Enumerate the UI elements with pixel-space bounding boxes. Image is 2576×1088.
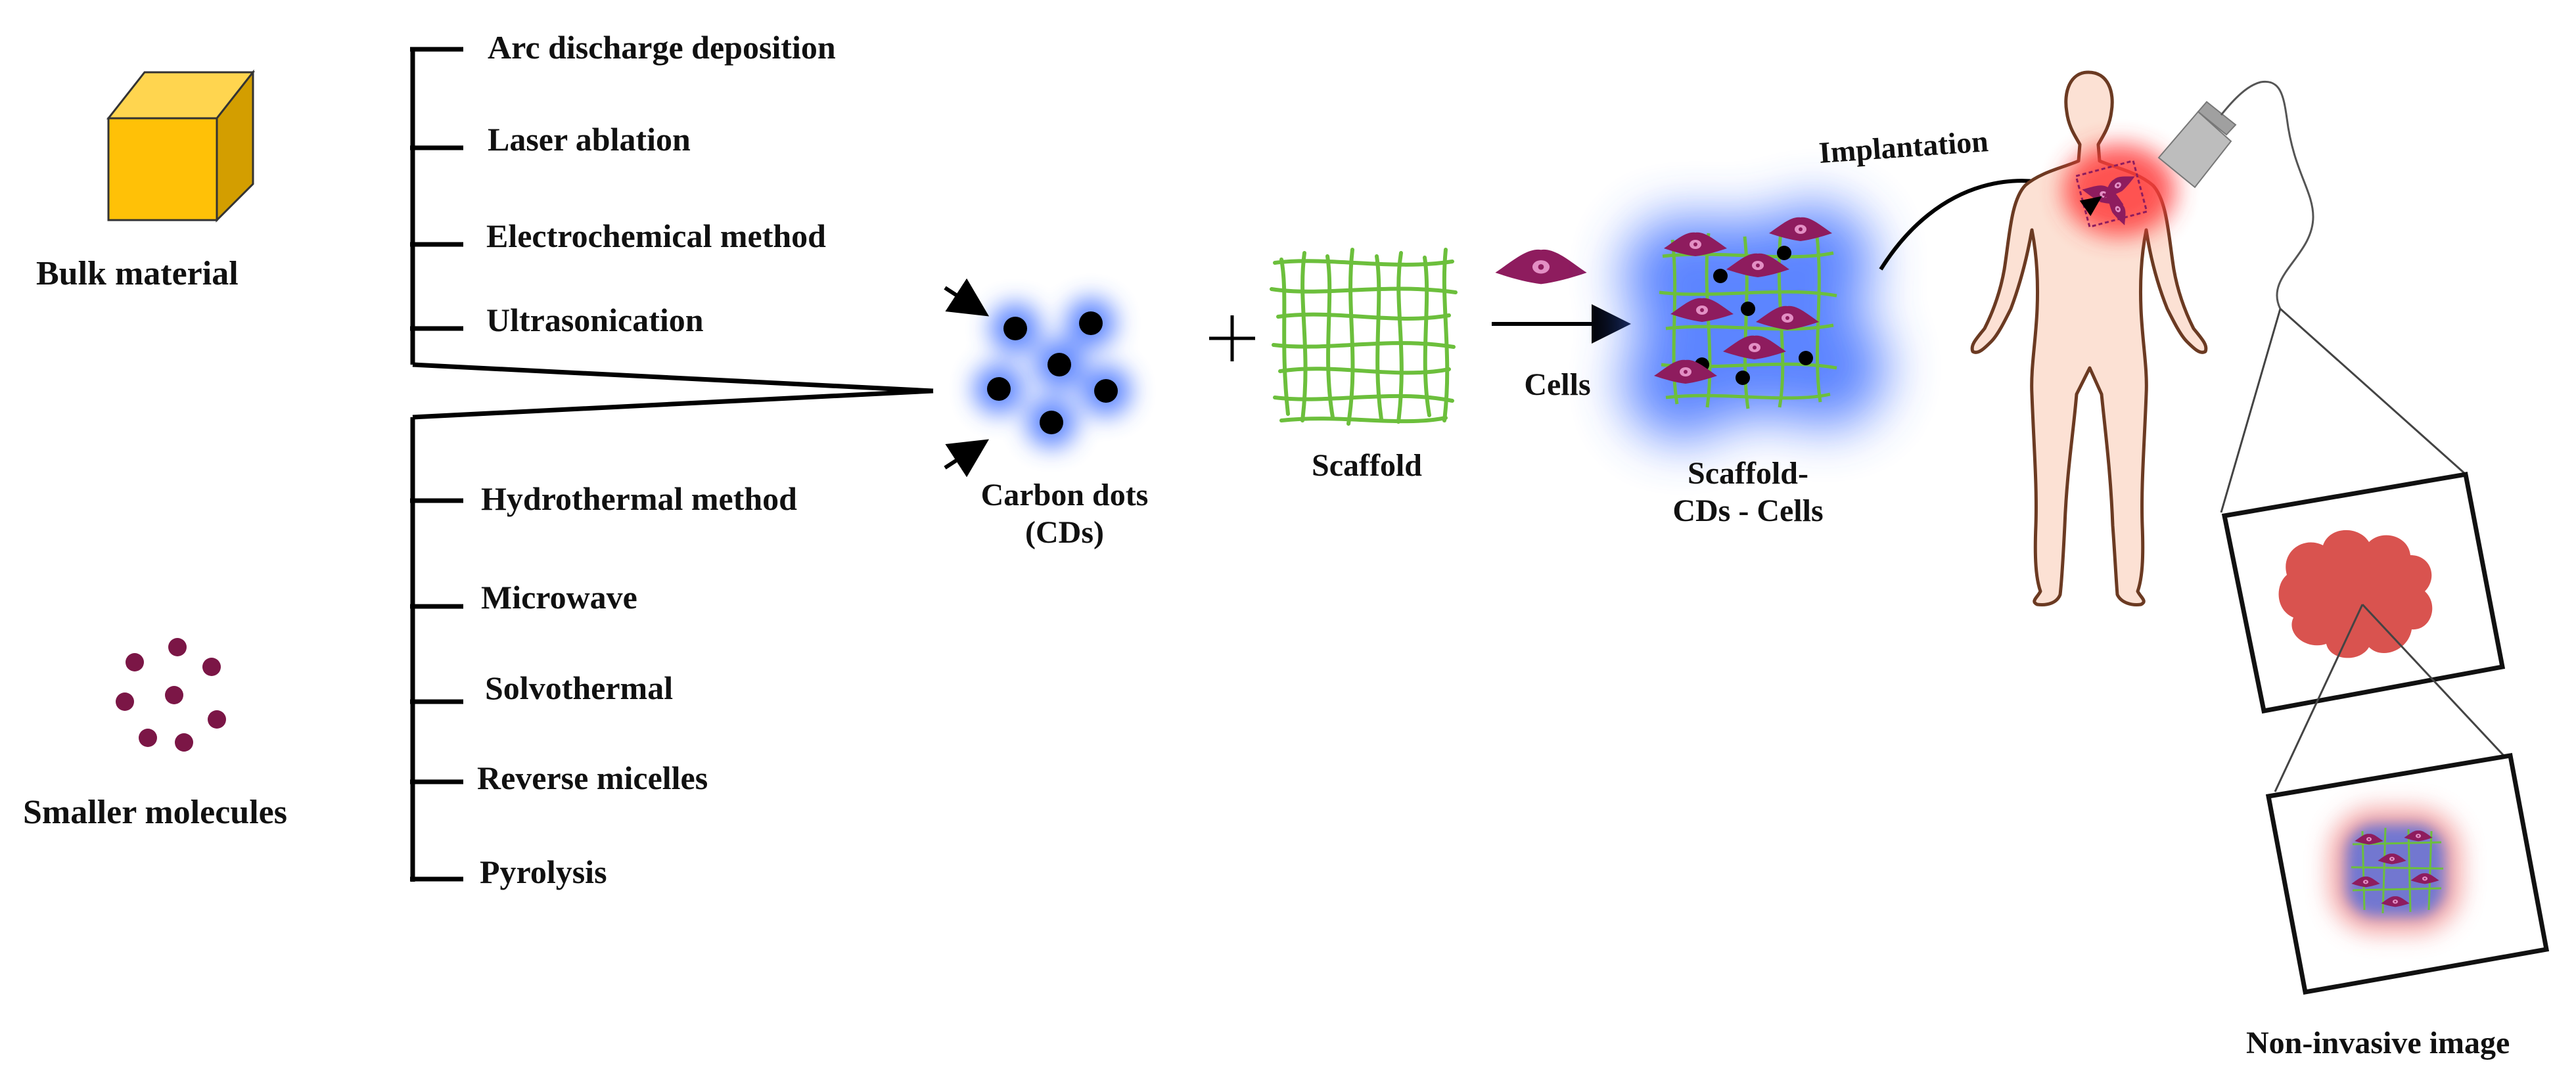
method-laser-ablation: Laser ablation: [488, 121, 691, 158]
plus-icon: [1209, 315, 1255, 361]
imaging-probe-icon: [2157, 80, 2314, 309]
top-down-bracket: [410, 47, 934, 394]
tumor-image-frame: [2221, 471, 2506, 714]
method-arc-discharge: Arc discharge deposition: [488, 29, 836, 66]
composite-icon: [1623, 204, 1886, 440]
smaller-molecules-label: Smaller molecules: [23, 794, 287, 831]
composite-label-line2: CDs - Cells: [1672, 493, 1824, 528]
cell-icon: [1495, 249, 1587, 284]
cells-label: Cells: [1524, 367, 1591, 402]
method-pyrolysis: Pyrolysis: [480, 853, 607, 890]
scaffold-mesh-icon: [1270, 248, 1458, 426]
bulk-material-label: Bulk material: [36, 255, 239, 292]
method-reverse-micelles: Reverse micelles: [477, 759, 708, 796]
scaffold-label: Scaffold: [1312, 448, 1422, 483]
carbon-dots-label: Carbon dots (CDs): [946, 478, 1183, 551]
composite-label: Scaffold- CDs - Cells: [1630, 456, 1866, 529]
method-ultrasonication: Ultrasonication: [486, 302, 704, 338]
composite-image-frame: [2265, 752, 2550, 995]
non-invasive-image-label: Non-invasive image: [2246, 1026, 2510, 1060]
bottom-up-bracket: [410, 388, 934, 882]
carbon-dots-label-line1: Carbon dots: [980, 478, 1149, 512]
method-hydrothermal: Hydrothermal method: [481, 480, 797, 517]
carbon-dots-label-line2: (CDs): [1025, 514, 1104, 550]
bulk-material-cube-icon: [106, 69, 256, 223]
composite-label-line1: Scaffold-: [1688, 456, 1808, 491]
method-electrochemical: Electrochemical method: [486, 217, 826, 254]
smaller-molecules-icon: [116, 638, 226, 752]
carbon-dots-icon: [944, 278, 1131, 478]
implant-site-icon: [2063, 145, 2175, 237]
method-microwave: Microwave: [481, 579, 637, 616]
method-solvothermal: Solvothermal: [485, 669, 674, 706]
